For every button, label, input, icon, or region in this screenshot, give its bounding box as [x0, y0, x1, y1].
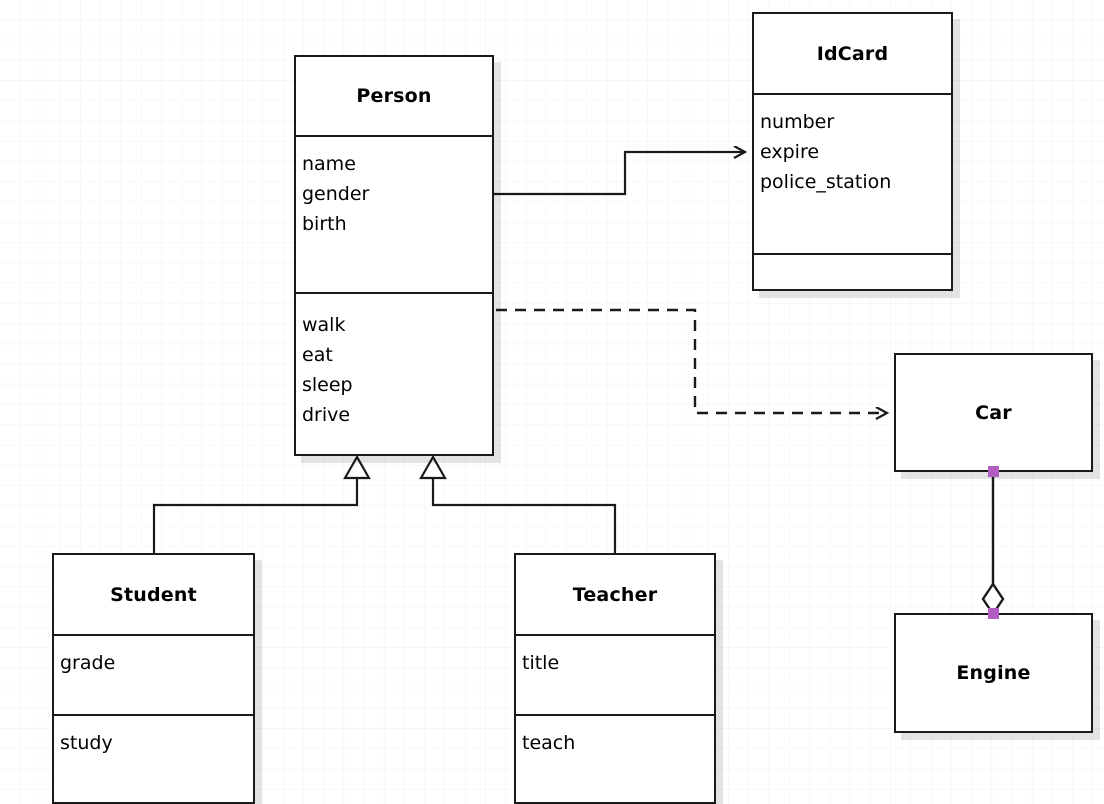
- class-operations-idcard: [754, 253, 951, 289]
- class-name-teacher: Teacher: [572, 583, 658, 606]
- attribute: expire: [760, 141, 820, 163]
- class-box-idcard[interactable]: IdCard number expire police_station: [752, 12, 953, 291]
- selection-handle-target[interactable]: [988, 608, 999, 619]
- attribute: grade: [60, 652, 116, 674]
- class-attributes-student: grade: [54, 634, 253, 714]
- class-name-student: Student: [110, 583, 197, 606]
- attribute: birth: [302, 213, 347, 235]
- attribute: title: [522, 652, 560, 674]
- operation: teach: [522, 732, 576, 754]
- class-name-idcard: IdCard: [816, 42, 889, 65]
- operation: sleep: [302, 374, 353, 396]
- attribute: police_station: [760, 171, 892, 193]
- class-box-engine[interactable]: Engine: [894, 613, 1093, 733]
- association-person-idcard[interactable]: [494, 152, 745, 196]
- aggregation-car-engine[interactable]: [981, 472, 1005, 617]
- operation: study: [60, 732, 113, 754]
- class-attributes-teacher: title: [516, 634, 714, 714]
- class-operations-student: study: [54, 714, 253, 802]
- operation: walk: [302, 314, 346, 336]
- operation: eat: [302, 344, 333, 366]
- operation: drive: [302, 404, 351, 426]
- attribute: name: [302, 153, 356, 175]
- generalization-teacher-person[interactable]: [419, 454, 617, 553]
- class-name-engine: Engine: [956, 662, 1031, 684]
- class-name-car: Car: [975, 401, 1012, 424]
- generalization-student-person[interactable]: [152, 454, 371, 553]
- class-attributes-person: name gender birth: [296, 135, 492, 292]
- class-name-person: Person: [356, 85, 432, 107]
- class-box-person[interactable]: Person name gender birth walk eat sleep …: [294, 55, 494, 456]
- class-attributes-idcard: number expire police_station: [754, 93, 951, 253]
- selection-handle-source[interactable]: [988, 466, 999, 477]
- dependency-person-car[interactable]: [496, 308, 887, 413]
- attribute: number: [760, 111, 835, 133]
- class-operations-person: walk eat sleep drive: [296, 292, 492, 458]
- class-box-car[interactable]: Car: [894, 353, 1093, 472]
- attribute: gender: [302, 183, 370, 205]
- class-box-student[interactable]: Student grade study: [52, 553, 255, 804]
- class-operations-teacher: teach: [516, 714, 714, 802]
- class-box-teacher[interactable]: Teacher title teach: [514, 553, 716, 804]
